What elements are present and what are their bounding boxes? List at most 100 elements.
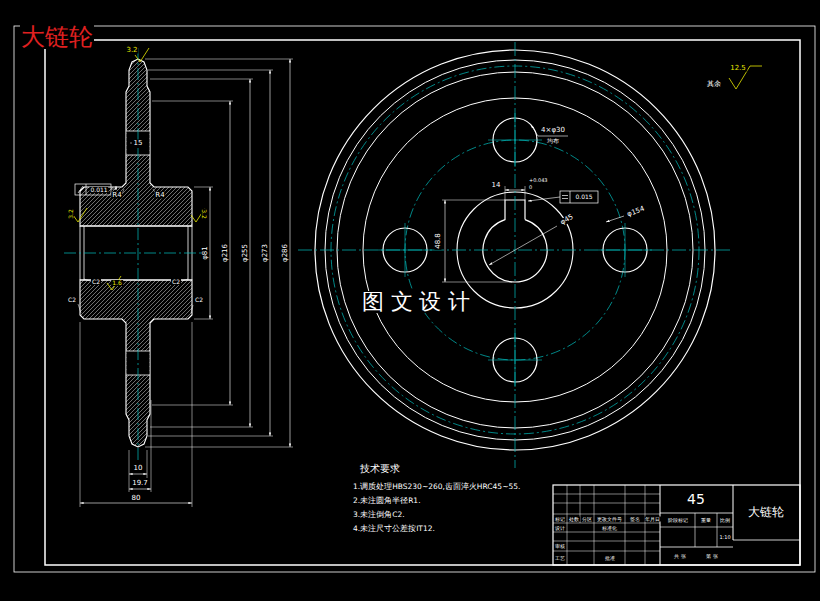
extension-line — [151, 400, 152, 492]
dimension-value: 15 — [133, 140, 144, 147]
table-cell: 批准 — [604, 556, 616, 561]
requirement-note: 4.未注尺寸公差按IT12. — [352, 525, 436, 533]
inner-frame — [45, 40, 800, 565]
table-cell: 1:10 — [718, 535, 731, 540]
requirements-heading: 技术要求 — [359, 464, 401, 474]
table-cell: 重量 — [700, 518, 712, 523]
tolerance-value: 0.015 — [574, 194, 593, 200]
table-cell: 阶段标记 — [667, 518, 689, 523]
drawing-line — [86, 184, 87, 195]
section-hatch — [80, 59, 192, 226]
symmetry-symbol — [562, 198, 568, 199]
extension-line — [150, 427, 253, 428]
drawing-line — [660, 547, 733, 548]
leader-line — [606, 216, 624, 222]
chamfer-note: C2 — [67, 297, 77, 303]
drawing-line — [625, 523, 626, 565]
roughness-note: 其余 — [706, 81, 722, 88]
dimension-value: 14 — [491, 182, 502, 189]
dimension-value: 80 — [131, 495, 142, 502]
drawing-line — [553, 551, 660, 552]
drawing-line — [645, 523, 646, 565]
dimension-line — [270, 70, 271, 436]
requirement-note: 2.未注圆角半径R1. — [352, 497, 422, 505]
dimension-value: φ286 — [282, 243, 289, 263]
drawing-line — [570, 191, 571, 203]
title-block — [553, 485, 800, 565]
table-cell: 审核 — [554, 544, 566, 549]
drawing-line — [660, 513, 733, 514]
dimension-value: 10 — [133, 465, 144, 472]
extension-line — [192, 322, 193, 507]
dimension-line — [210, 187, 211, 319]
outer-frame — [14, 26, 815, 572]
dimension-line — [129, 489, 151, 490]
extension-line — [150, 79, 253, 80]
dimension-line — [80, 503, 192, 504]
drawing-title: 大链轮 — [20, 25, 94, 49]
extension-line — [442, 200, 505, 201]
drawing-line — [553, 514, 660, 515]
dimension-line — [290, 59, 291, 447]
watermark: 图 文 设 计 — [361, 291, 472, 313]
leader-line — [111, 186, 116, 189]
drawing-line — [695, 513, 696, 547]
tolerance-frame — [75, 184, 111, 195]
dimension-line — [505, 190, 525, 191]
dimension-line — [250, 79, 251, 427]
center-line — [64, 253, 206, 254]
leader-line — [528, 197, 560, 201]
drawing-line — [553, 532, 660, 533]
extension-line — [145, 59, 293, 60]
table-cell: 分区 — [581, 516, 593, 521]
dimension-value: 48.8 — [435, 232, 442, 250]
center-line — [138, 48, 139, 462]
roughness-value: 3.2 — [201, 208, 207, 220]
table-cell: 签名 — [629, 516, 641, 521]
table-cell: 处数 — [568, 516, 580, 521]
dimension-line — [129, 474, 147, 475]
dimension-value: φ273 — [262, 243, 269, 263]
tolerance-frame — [560, 191, 598, 203]
drawing-line — [553, 503, 660, 504]
drawing-line — [553, 523, 660, 524]
roughness-symbol — [73, 208, 87, 222]
drawing-line — [553, 494, 660, 495]
roughness-value: 3.2 — [68, 208, 74, 220]
table-cell: 设计 — [554, 525, 566, 530]
runout-symbol — [78, 186, 83, 193]
extension-line — [148, 70, 273, 71]
dimension-value: 19.7 — [131, 480, 149, 487]
dimension-note: 均布 — [546, 138, 560, 144]
table-cell: 年月日 — [644, 516, 661, 521]
extension-line — [152, 101, 233, 102]
drawing-line — [625, 485, 626, 523]
radius-note: R4 — [111, 192, 122, 199]
extension-line — [152, 405, 233, 406]
drawing-line — [717, 513, 718, 547]
dimension-value: 4×φ30 — [540, 127, 566, 134]
dimension-value: φ255 — [242, 243, 249, 263]
leader-line — [182, 279, 188, 281]
table-cell: 工艺 — [554, 556, 566, 561]
drawing-line — [553, 541, 660, 542]
table-cell: 标记 — [554, 516, 566, 521]
drawing-line — [733, 485, 734, 540]
chamfer-note: C2 — [171, 279, 181, 285]
material-name: 45 — [686, 492, 706, 506]
chamfer-note: C2 — [91, 279, 101, 285]
dimension-line — [445, 200, 446, 282]
tolerance-value: 0 — [528, 185, 533, 190]
center-line — [515, 42, 516, 468]
dimension-value: φ81 — [202, 245, 209, 261]
tolerance-value: 0.011 — [89, 187, 108, 193]
symmetry-symbol — [562, 195, 568, 196]
table-cell: 更改文件号 — [596, 516, 623, 521]
drawing-line — [733, 540, 800, 541]
leader-line — [489, 226, 557, 265]
dimension-value: φ45 — [559, 213, 576, 227]
leader-line — [191, 305, 193, 313]
drawing-line — [567, 523, 568, 565]
table-cell: 比例 — [719, 518, 731, 523]
drawing-line — [660, 527, 733, 528]
